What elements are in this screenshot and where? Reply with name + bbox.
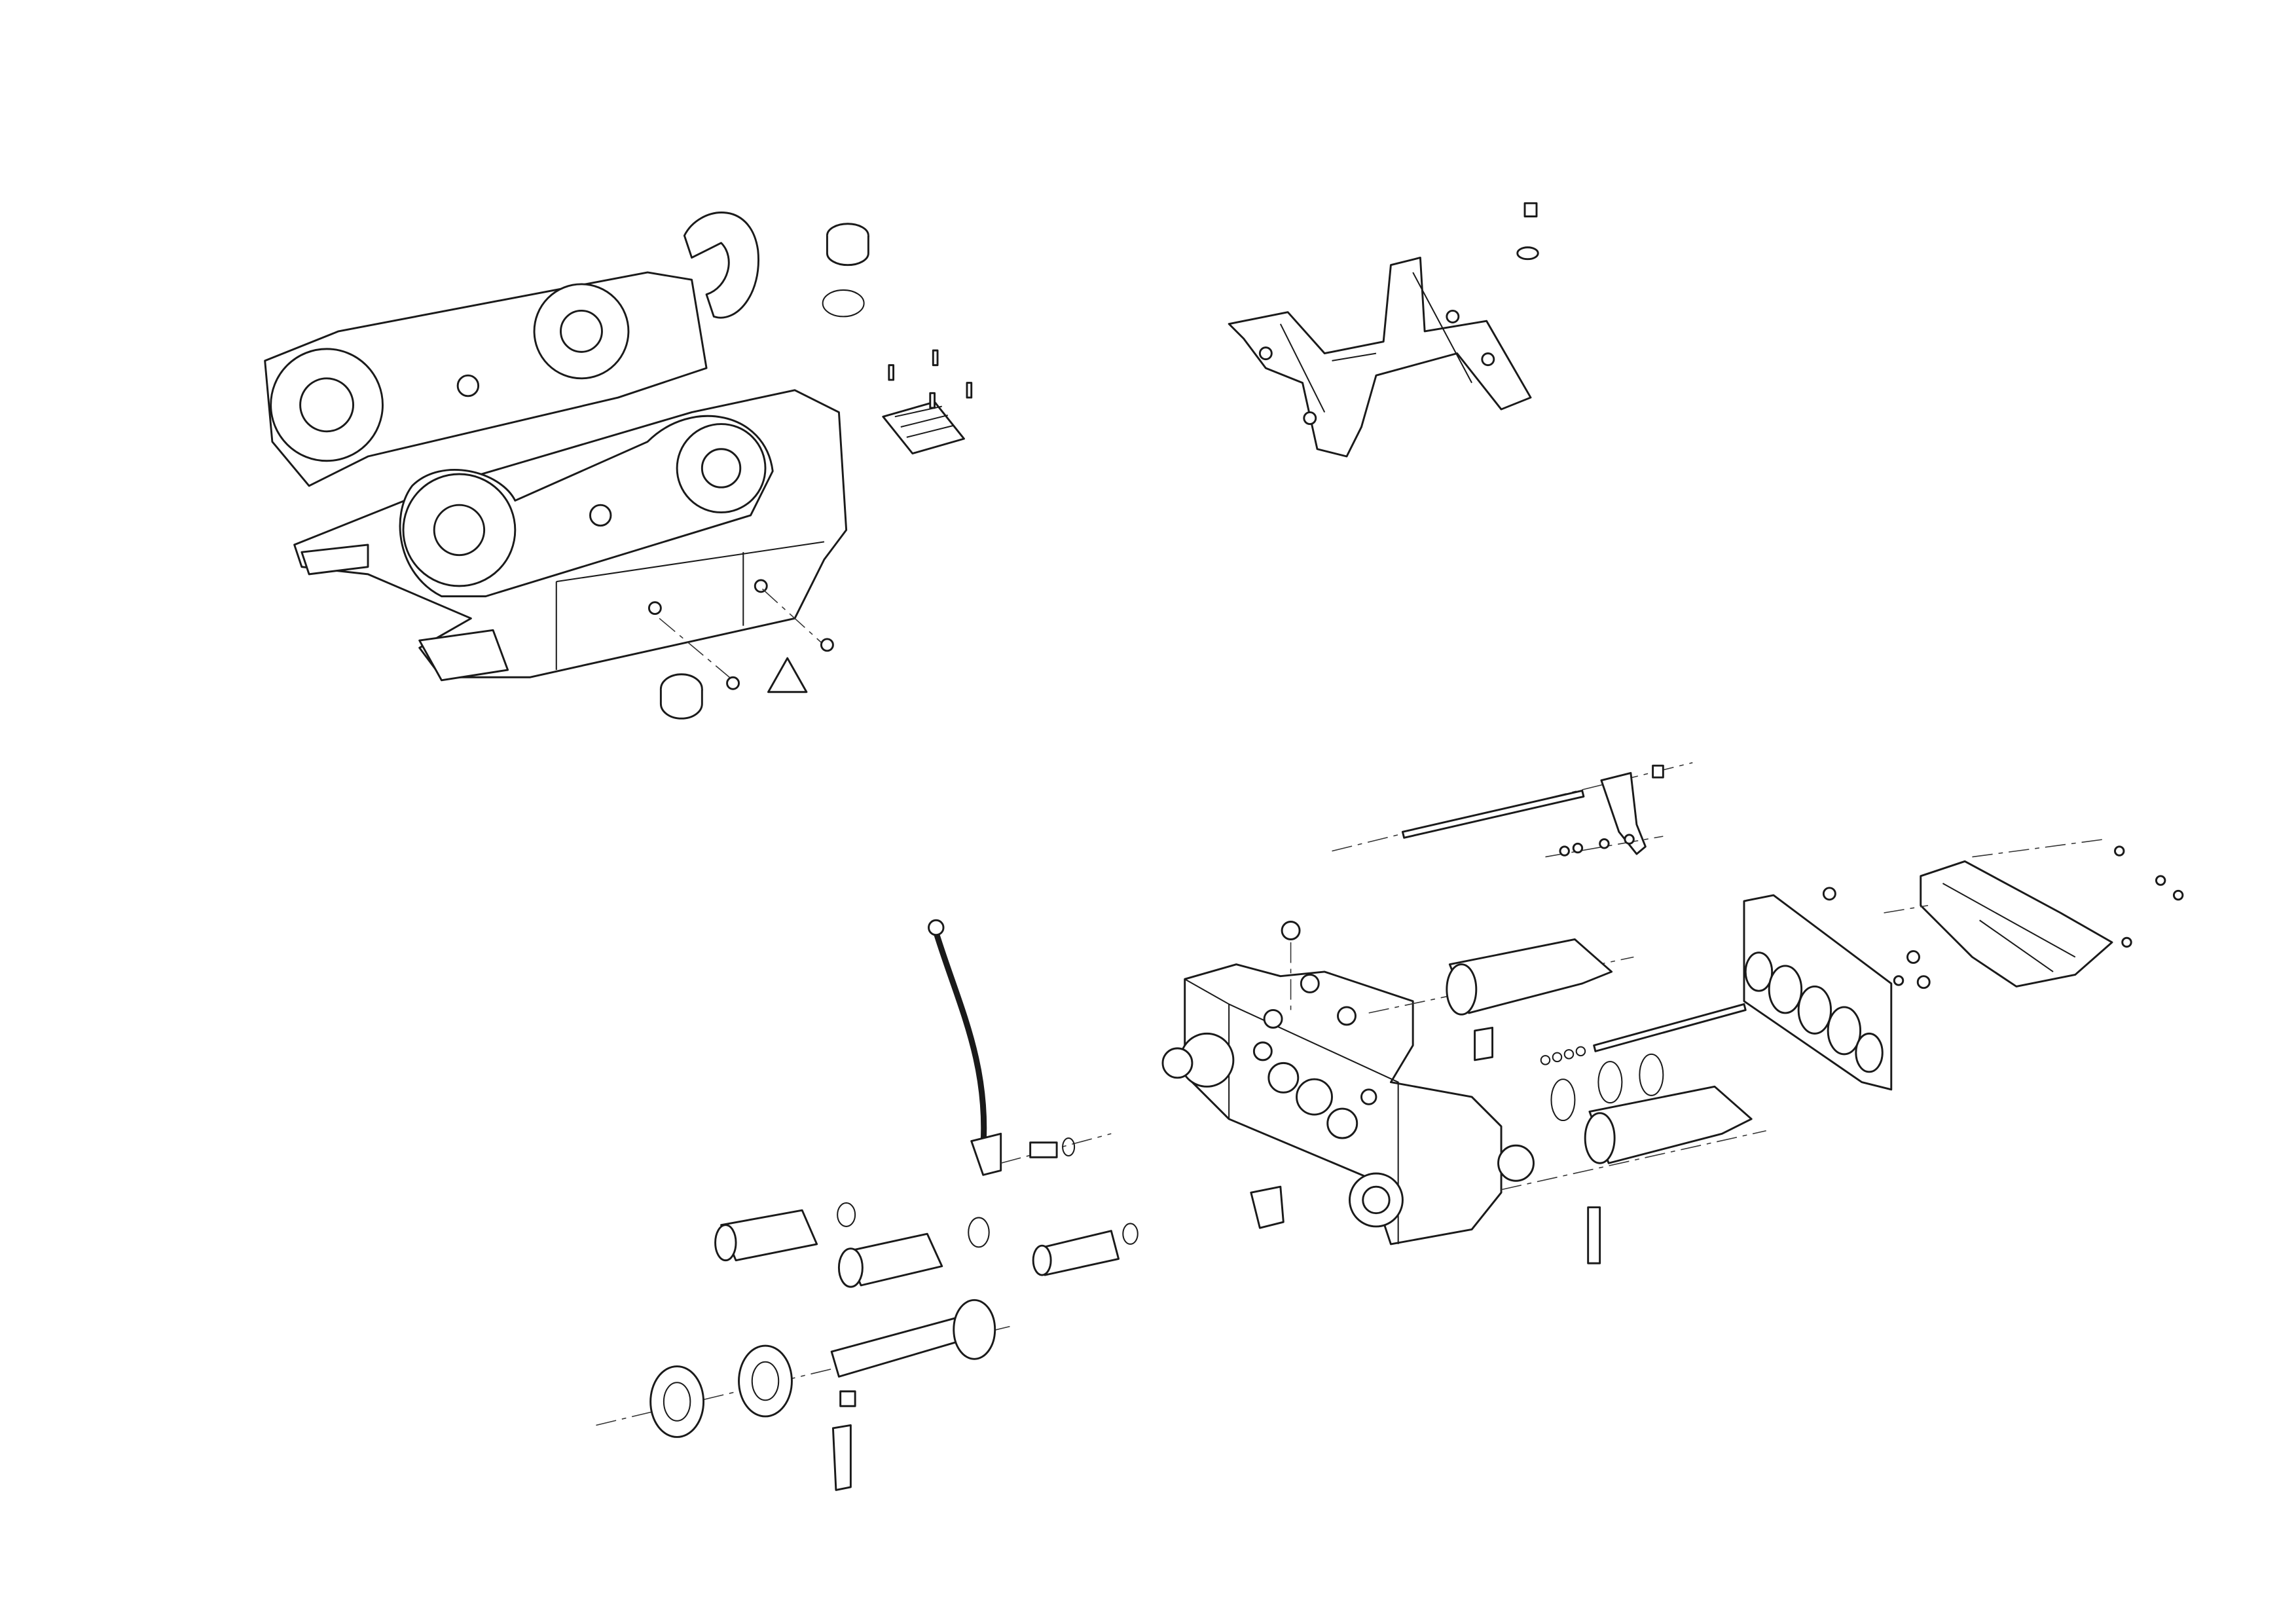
hose-assembly bbox=[928, 919, 1112, 1176]
h-bracket bbox=[1228, 202, 1539, 458]
pistons bbox=[1368, 938, 1766, 1264]
quick-couplings bbox=[596, 1202, 1139, 1491]
rod-assembly bbox=[1332, 762, 1693, 858]
locking-jaw bbox=[1822, 838, 2184, 989]
coupler-small-parts bbox=[659, 223, 973, 720]
front-plate bbox=[1743, 894, 1893, 1091]
hydraulic-block bbox=[1161, 921, 1535, 1246]
coupler-frame bbox=[264, 212, 848, 682]
